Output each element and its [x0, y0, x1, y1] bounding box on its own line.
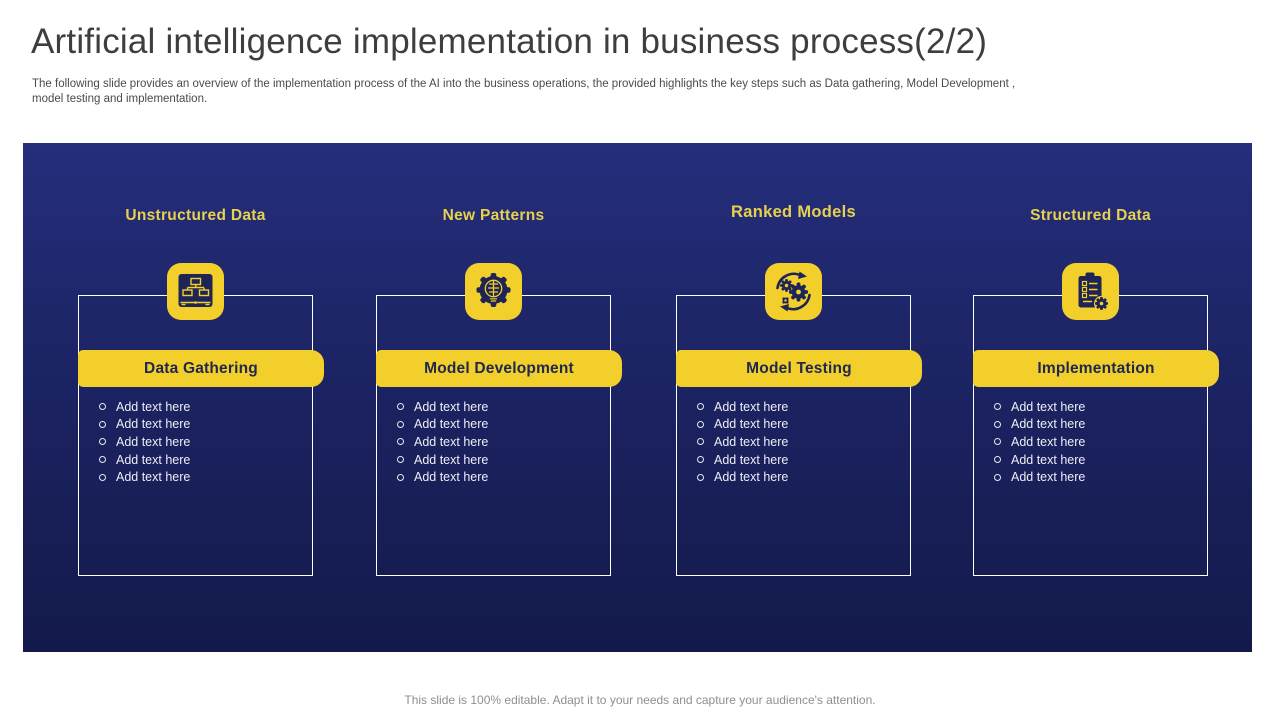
- column-model-testing: Ranked Models: [676, 143, 922, 652]
- circle-bullet-icon: [397, 403, 404, 411]
- bullet-text: Add text here: [414, 417, 489, 432]
- bullet-text: Add text here: [714, 452, 789, 467]
- icon-badge: [1062, 263, 1119, 320]
- bullet-item: Add text here: [992, 398, 1085, 416]
- circle-bullet-icon: [99, 438, 106, 446]
- circle-bullet-icon: [697, 403, 704, 411]
- column-data-gathering: Unstructured Data Dat: [78, 143, 324, 652]
- bullet-text: Add text here: [1011, 399, 1086, 414]
- bullet-item: Add text here: [695, 433, 788, 451]
- bullet-item: Add text here: [992, 416, 1085, 434]
- circle-bullet-icon: [697, 438, 704, 446]
- circle-bullet-icon: [397, 438, 404, 446]
- bullet-text: Add text here: [414, 452, 489, 467]
- column-header: Ranked Models: [731, 203, 856, 221]
- column-header: Structured Data: [1030, 207, 1151, 224]
- page-title: Artificial intelligence implementation i…: [31, 22, 988, 61]
- circle-bullet-icon: [397, 420, 404, 428]
- bullet-text: Add text here: [116, 470, 191, 485]
- bullet-text: Add text here: [1011, 452, 1086, 467]
- column-banner: Data Gathering: [78, 350, 324, 387]
- circle-bullet-icon: [397, 473, 404, 481]
- column-header: New Patterns: [442, 207, 545, 224]
- circle-bullet-icon: [994, 438, 1001, 446]
- bullet-text: Add text here: [1011, 470, 1086, 485]
- icon-badge: [465, 263, 522, 320]
- flowchart-screen-icon: [178, 274, 213, 307]
- icon-badge: [765, 263, 822, 320]
- bullet-item: Add text here: [395, 451, 488, 469]
- bullet-item: Add text here: [97, 468, 190, 486]
- bullet-item: Add text here: [695, 468, 788, 486]
- bullet-text: Add text here: [1011, 434, 1086, 449]
- circle-bullet-icon: [994, 473, 1001, 481]
- bullet-text: Add text here: [116, 452, 191, 467]
- bullet-text: Add text here: [714, 434, 789, 449]
- bullet-item: Add text here: [395, 468, 488, 486]
- circle-bullet-icon: [99, 420, 106, 428]
- circle-bullet-icon: [994, 456, 1001, 464]
- bullet-list: Add text here Add text here Add text her…: [992, 398, 1085, 486]
- circle-bullet-icon: [697, 456, 704, 464]
- circle-bullet-icon: [994, 403, 1001, 411]
- bullet-item: Add text here: [97, 416, 190, 434]
- circle-bullet-icon: [99, 456, 106, 464]
- bullet-item: Add text here: [992, 451, 1085, 469]
- bullet-text: Add text here: [414, 470, 489, 485]
- bullet-item: Add text here: [695, 416, 788, 434]
- bullet-text: Add text here: [116, 434, 191, 449]
- column-header: Unstructured Data: [125, 207, 266, 224]
- circle-bullet-icon: [697, 420, 704, 428]
- circle-bullet-icon: [99, 473, 106, 481]
- content-panel: Unstructured Data Dat: [23, 143, 1252, 652]
- bullet-list: Add text here Add text here Add text her…: [695, 398, 788, 486]
- column-banner: Implementation: [973, 350, 1219, 387]
- column-banner: Model Testing: [676, 350, 922, 387]
- bullet-text: Add text here: [414, 399, 489, 414]
- bullet-text: Add text here: [116, 417, 191, 432]
- bullet-text: Add text here: [414, 434, 489, 449]
- circle-bullet-icon: [697, 473, 704, 481]
- gears-sync-icon: [776, 271, 811, 312]
- column-banner: Model Development: [376, 350, 622, 387]
- bullet-list: Add text here Add text here Add text her…: [97, 398, 190, 486]
- clipboard-gear-icon: [1078, 272, 1109, 311]
- bullet-item: Add text here: [97, 451, 190, 469]
- bullet-text: Add text here: [714, 417, 789, 432]
- bullet-item: Add text here: [97, 398, 190, 416]
- circle-bullet-icon: [994, 420, 1001, 428]
- bullet-item: Add text here: [695, 398, 788, 416]
- bullet-text: Add text here: [1011, 417, 1086, 432]
- bullet-item: Add text here: [992, 468, 1085, 486]
- bullet-text: Add text here: [714, 470, 789, 485]
- brain-gear-icon: [476, 273, 511, 307]
- bullet-item: Add text here: [395, 416, 488, 434]
- column-implementation: Structured Data: [973, 143, 1219, 652]
- bullet-item: Add text here: [97, 433, 190, 451]
- icon-badge: [167, 263, 224, 320]
- column-model-development: New Patterns: [376, 143, 622, 652]
- bullet-item: Add text here: [395, 433, 488, 451]
- bullet-item: Add text here: [695, 451, 788, 469]
- circle-bullet-icon: [397, 456, 404, 464]
- bullet-item: Add text here: [395, 398, 488, 416]
- slide-subtitle: The following slide provides an overview…: [32, 78, 1016, 106]
- bullet-text: Add text here: [714, 399, 789, 414]
- bullet-item: Add text here: [992, 433, 1085, 451]
- bullet-list: Add text here Add text here Add text her…: [395, 398, 488, 486]
- bullet-text: Add text here: [116, 399, 191, 414]
- circle-bullet-icon: [99, 403, 106, 411]
- footer-note: This slide is 100% editable. Adapt it to…: [404, 693, 876, 707]
